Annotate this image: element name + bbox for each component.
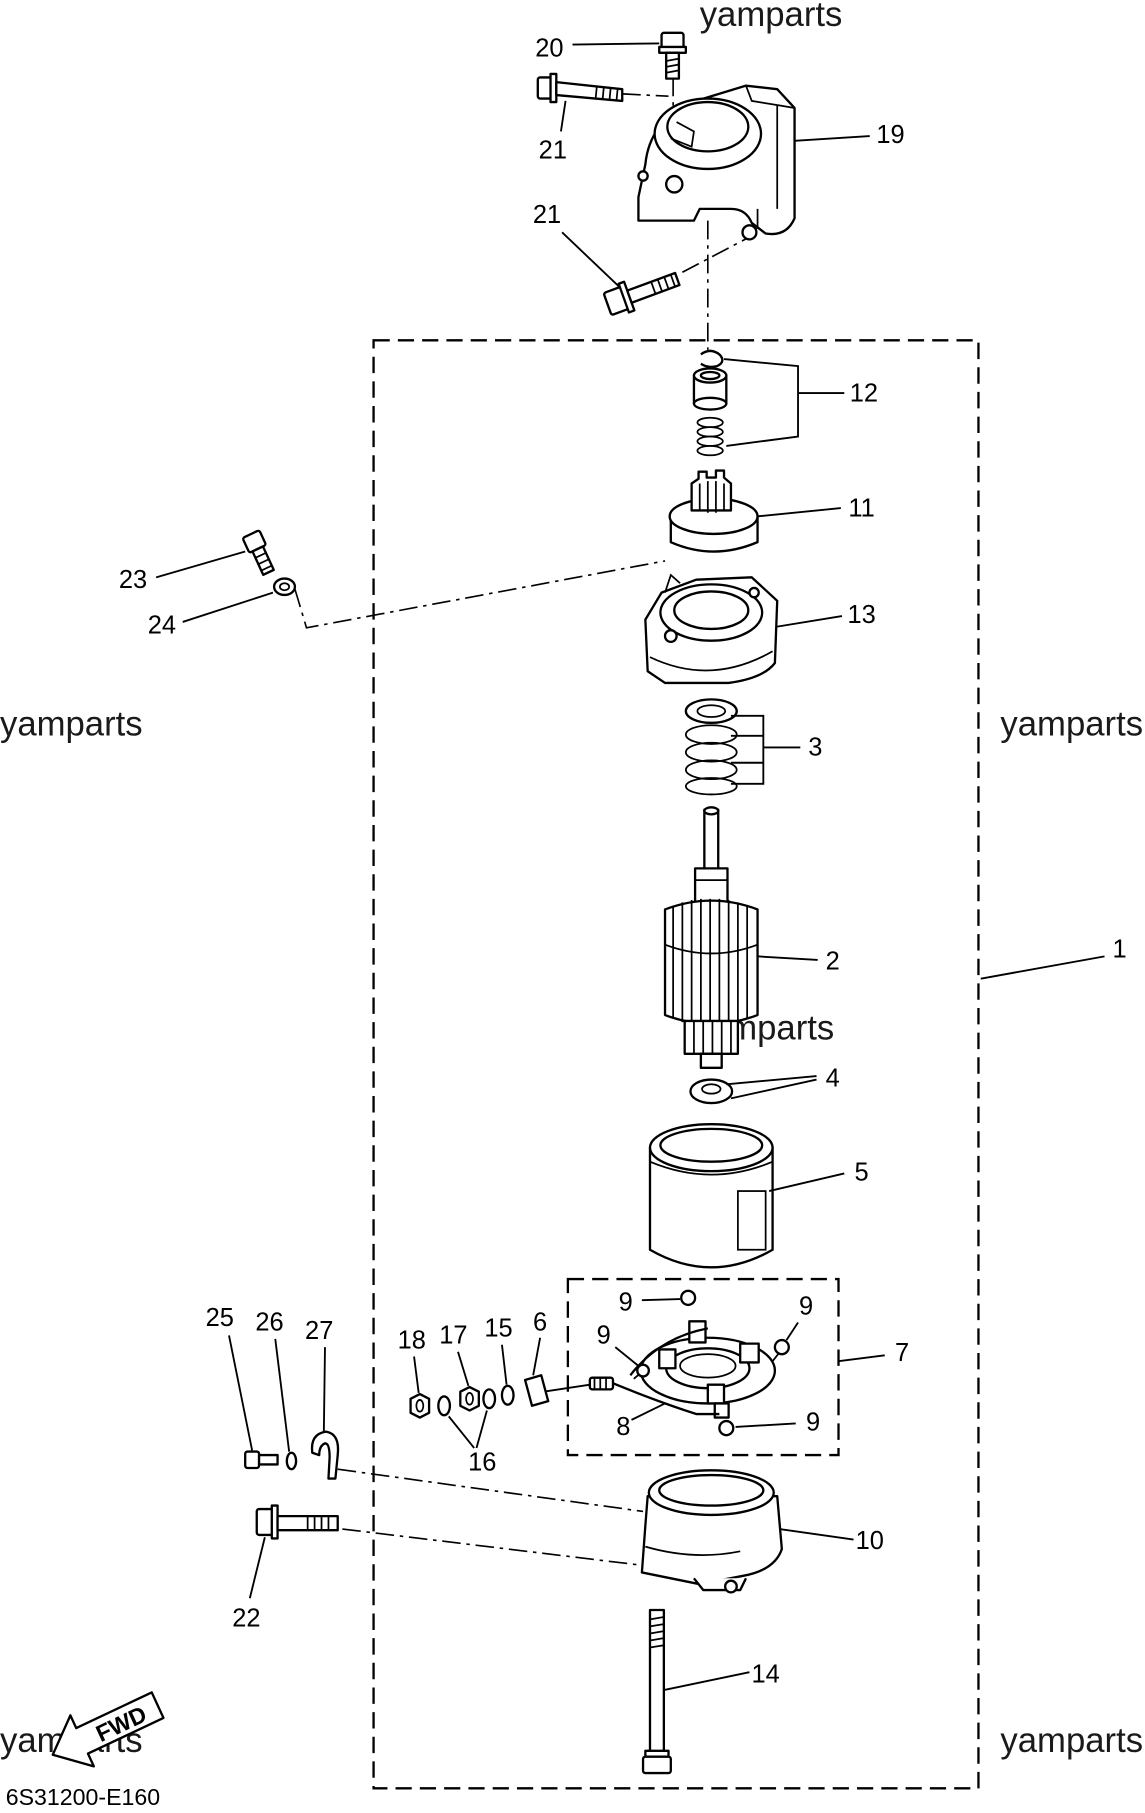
callout-9-a: 9 xyxy=(619,1289,633,1317)
front-cover-part-13 xyxy=(644,573,779,685)
callout-9-d: 9 xyxy=(806,1408,820,1436)
screw-part-9-b xyxy=(773,1321,799,1356)
callout-3: 3 xyxy=(808,734,822,762)
bolt-part-23 xyxy=(242,529,275,577)
callout-6: 6 xyxy=(533,1309,547,1337)
plate-part-6 xyxy=(523,1337,550,1407)
watermark-right: yamparts xyxy=(1000,705,1143,744)
callout-16: 16 xyxy=(468,1448,496,1476)
callout-2: 2 xyxy=(826,947,840,975)
bolt-part-22 xyxy=(248,1504,339,1599)
washer-part-4 xyxy=(689,1075,817,1105)
washer-part-24 xyxy=(272,577,297,597)
lead-wire-part-8 xyxy=(543,1327,720,1421)
nut-part-17 xyxy=(457,1351,480,1412)
callout-21-upper: 21 xyxy=(539,136,567,164)
washer-part-15 xyxy=(500,1344,515,1406)
callout-13: 13 xyxy=(847,601,875,629)
pinion-part-11 xyxy=(668,469,841,553)
clamp-part-27 xyxy=(310,1347,340,1480)
nut-part-18 xyxy=(409,1356,431,1419)
callout-19: 19 xyxy=(876,121,904,149)
callout-8: 8 xyxy=(616,1413,630,1441)
callout-7: 7 xyxy=(895,1339,909,1367)
callout-11: 11 xyxy=(848,494,874,522)
bolt-part-20 xyxy=(658,31,687,80)
screw-part-9-a xyxy=(641,1289,697,1307)
washer-part-16 xyxy=(437,1388,497,1449)
bolt-part-25 xyxy=(228,1335,279,1470)
armature-part-2 xyxy=(663,806,818,1070)
watermark-left: yamparts xyxy=(0,705,143,744)
callout-9-b: 9 xyxy=(799,1292,813,1320)
bolt-part-21-lower xyxy=(603,271,681,316)
callout-4: 4 xyxy=(826,1064,840,1092)
assembly-1-boundary xyxy=(372,339,980,1790)
callout-24: 24 xyxy=(148,612,176,640)
callout-20: 20 xyxy=(535,34,563,62)
callout-17: 17 xyxy=(439,1321,467,1349)
callout-27: 27 xyxy=(305,1317,333,1345)
leader-lines xyxy=(155,42,1105,980)
stopper-set-part-12 xyxy=(692,349,845,457)
screw-part-9-c xyxy=(614,1346,650,1378)
callout-5: 5 xyxy=(855,1158,869,1186)
assembly-guide-lines xyxy=(294,77,750,1567)
washer-part-26 xyxy=(274,1338,298,1471)
callout-26: 26 xyxy=(255,1309,283,1337)
rear-cover-part-10 xyxy=(640,1469,854,1594)
callout-18: 18 xyxy=(398,1326,426,1354)
callout-21-lower: 21 xyxy=(533,201,561,229)
callout-layer: 20 21 19 21 12 11 23 24 13 3 2 1 4 5 9 9… xyxy=(119,34,1127,1689)
through-bolt-part-14 xyxy=(641,1608,750,1775)
bolt-part-21-upper xyxy=(536,72,624,104)
watermark-layer: yamparts yamparts yamparts yamparts yamp… xyxy=(0,0,1143,1760)
callout-1: 1 xyxy=(1112,935,1126,963)
watermark-top: yamparts xyxy=(700,0,843,34)
bracket-part-19 xyxy=(637,84,796,241)
callout-12: 12 xyxy=(850,379,878,407)
screw-part-9-d xyxy=(718,1419,796,1437)
callout-14: 14 xyxy=(751,1661,779,1689)
assembly-7-boundary xyxy=(566,1277,840,1457)
spring-set-part-3 xyxy=(684,698,801,796)
callout-9-c: 9 xyxy=(597,1321,611,1349)
callout-10: 10 xyxy=(856,1527,884,1555)
watermark-bottom-right: yamparts xyxy=(1000,1721,1143,1760)
diagram-code: 6S31200-E160 xyxy=(6,1784,160,1810)
callout-15: 15 xyxy=(484,1314,512,1342)
brush-holder-part-7 xyxy=(633,1320,885,1419)
callout-23: 23 xyxy=(119,566,147,594)
callout-22: 22 xyxy=(232,1604,260,1632)
callout-25: 25 xyxy=(206,1304,234,1332)
yoke-part-5 xyxy=(648,1123,845,1269)
